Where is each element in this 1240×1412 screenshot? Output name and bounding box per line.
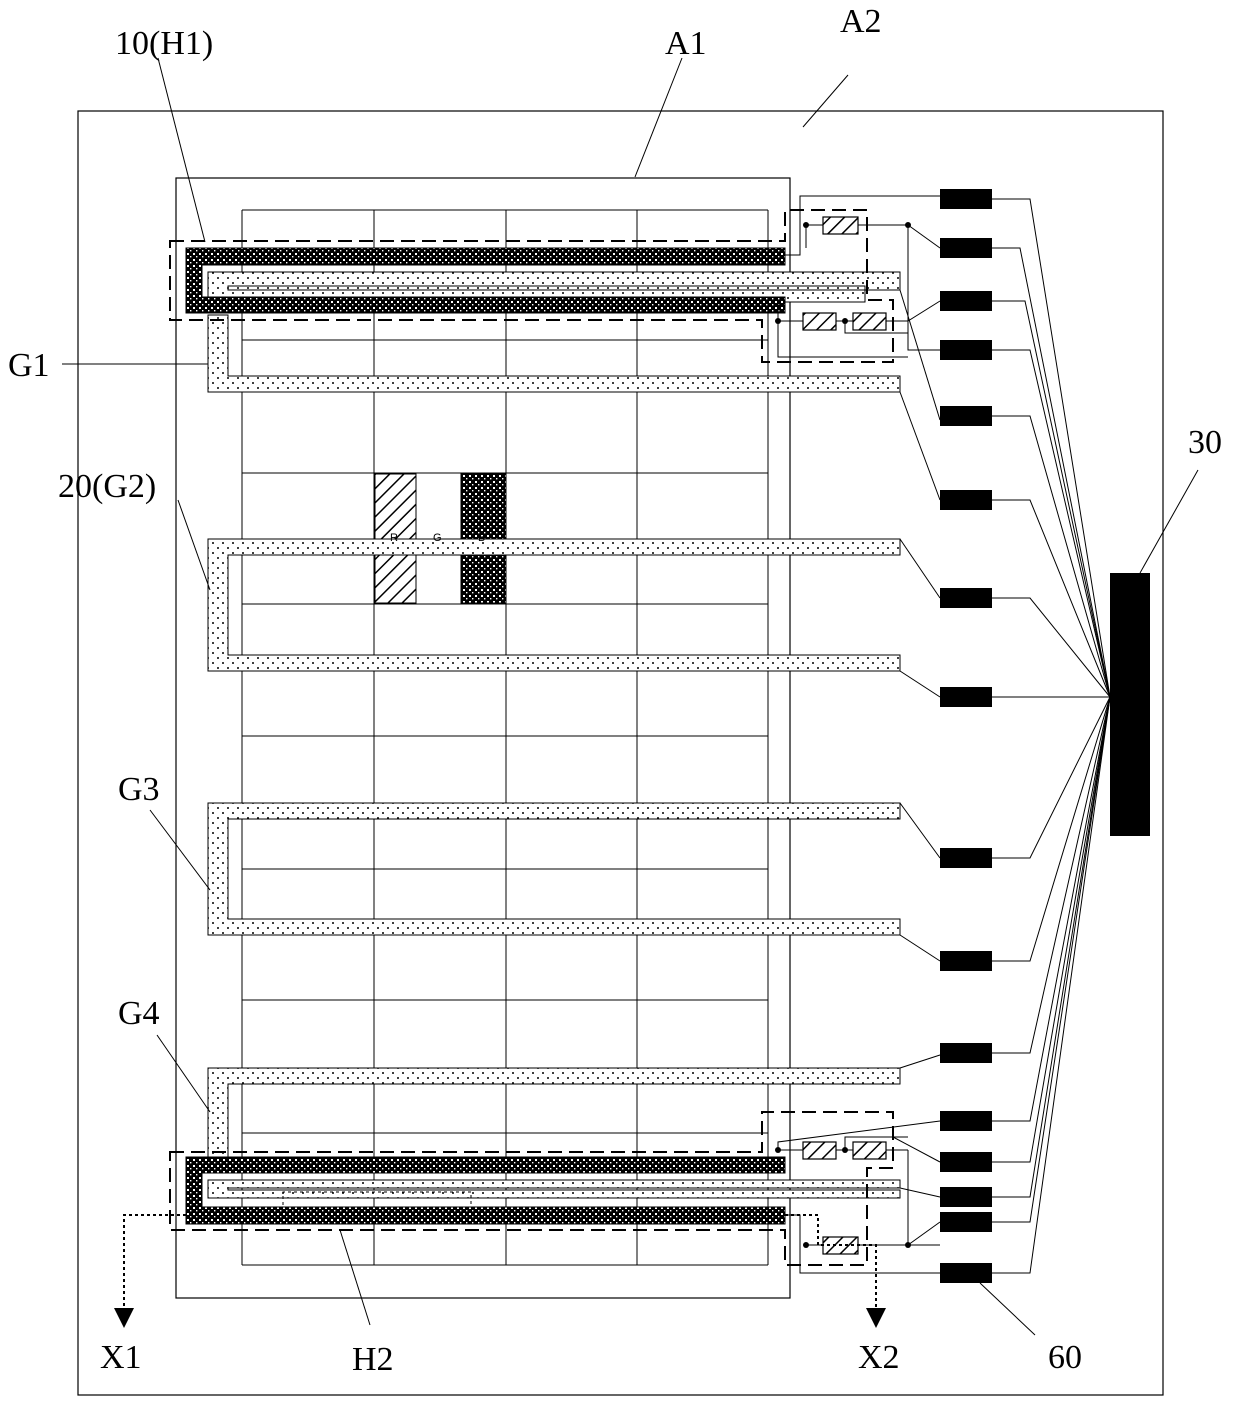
label-60: 60 xyxy=(1048,1339,1082,1376)
pad xyxy=(940,687,992,707)
display-area-boundary-a1 xyxy=(176,178,790,1298)
pad-column xyxy=(940,189,992,1283)
pad xyxy=(940,490,992,510)
component-resistor xyxy=(823,217,858,234)
label-sub-r: R xyxy=(390,532,398,544)
pad xyxy=(940,588,992,608)
gate-trace-g4 xyxy=(208,1068,900,1160)
pad xyxy=(940,406,992,426)
label-g2: 20(G2) xyxy=(58,468,156,505)
driver-chip-30 xyxy=(1110,573,1150,836)
pad xyxy=(940,189,992,209)
extension-path-x2 xyxy=(785,1215,876,1318)
pad xyxy=(940,1111,992,1131)
label-sub-g: G xyxy=(433,532,442,544)
pad xyxy=(940,1263,992,1283)
pad xyxy=(940,1043,992,1063)
pixel-grid xyxy=(242,210,768,1265)
label-g1: G1 xyxy=(8,347,50,384)
label-x2: X2 xyxy=(858,1339,900,1376)
component-resistor xyxy=(803,313,836,330)
gate-trace-h2-inner xyxy=(208,1180,900,1198)
pad xyxy=(940,1187,992,1207)
label-a1: A1 xyxy=(665,25,707,62)
label-x1: X1 xyxy=(100,1339,142,1376)
hatched-components xyxy=(803,217,886,1254)
pad xyxy=(940,848,992,868)
component-resistor xyxy=(853,313,886,330)
gate-traces xyxy=(208,272,900,1198)
dashed-regions xyxy=(170,210,893,1265)
label-h1: 10(H1) xyxy=(115,25,213,62)
pad xyxy=(940,238,992,258)
label-30: 30 xyxy=(1188,424,1222,461)
label-g3: G3 xyxy=(118,771,160,808)
gate-trace-g2 xyxy=(208,539,900,671)
pad xyxy=(940,951,992,971)
pad xyxy=(940,1152,992,1172)
label-h2: H2 xyxy=(352,1341,394,1378)
component-resistor xyxy=(803,1142,836,1159)
pad xyxy=(940,340,992,360)
component-resistor xyxy=(853,1142,886,1159)
label-a2: A2 xyxy=(840,3,882,40)
label-g4: G4 xyxy=(118,995,160,1032)
pad xyxy=(940,1212,992,1232)
label-sub-b: B xyxy=(478,532,485,544)
gate-trace-g1 xyxy=(208,315,900,392)
pad xyxy=(940,291,992,311)
